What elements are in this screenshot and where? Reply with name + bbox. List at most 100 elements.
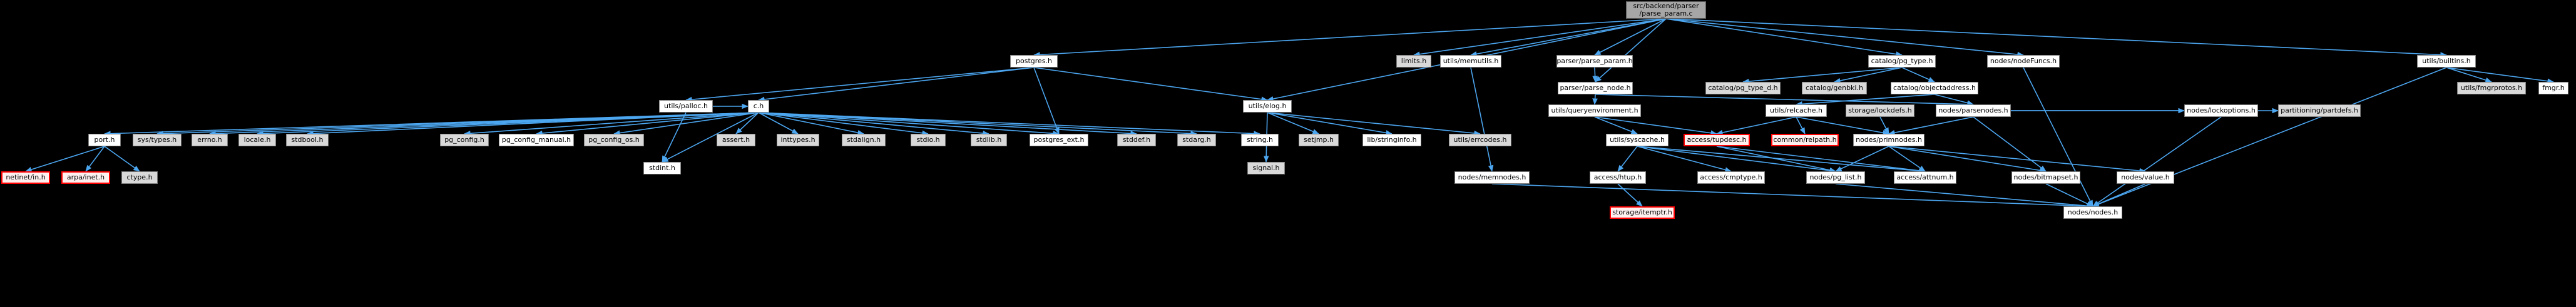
graph-edge [1835,146,1889,172]
graph-node-nodeFuncs[interactable]: nodes/nodeFuncs.h [1987,55,2060,68]
graph-node-objectaddress[interactable]: catalog/objectaddress.h [1891,82,1978,94]
graph-node-elog[interactable]: utils/elog.h [1243,100,1292,113]
graph-node-ch[interactable]: c.h [748,100,769,113]
graph-edge [1267,112,1319,134]
graph-node-itemptr[interactable]: storage/itemptr.h [1610,206,1675,219]
graph-edge [1033,18,1667,58]
graph-edge [758,112,989,136]
graph-node-limits[interactable]: limits.h [1396,55,1431,68]
graph-node-errno[interactable]: errno.h [192,134,228,146]
graph-edge [536,112,759,136]
graph-node-postgres_ext[interactable]: postgres_ext.h [1030,134,1088,146]
graph-edge [1834,67,1903,84]
graph-node-lockdefs[interactable]: storage/lockdefs.h [1846,104,1914,117]
graph-node-cmptype[interactable]: access/cmptype.h [1697,171,1765,184]
graph-node-queryenv[interactable]: utils/queryenvironment.h [1548,104,1641,117]
graph-node-systypes[interactable]: sys/types.h [133,134,181,146]
graph-edge [1716,116,1797,136]
graph-node-pg_config_os[interactable]: pg_config_os.h [584,134,644,146]
graph-edge [1594,116,1717,136]
graph-node-stdarg[interactable]: stdarg.h [1177,134,1216,146]
graph-node-builtins[interactable]: utils/builtins.h [2417,55,2476,68]
graph-edge [1470,67,1494,172]
graph-node-signal[interactable]: signal.h [1247,162,1285,174]
graph-node-inttypes[interactable]: inttypes.h [777,134,819,146]
graph-node-primnodes[interactable]: nodes/primnodes.h [1853,134,1924,146]
graph-edge [307,112,759,136]
graph-node-assert[interactable]: assert.h [717,134,755,146]
graph-node-fmgr[interactable]: fmgr.h [2538,82,2568,94]
graph-edge [662,112,759,163]
graph-node-palloc[interactable]: utils/palloc.h [659,100,713,113]
graph-node-root[interactable]: src/backend/parser /parse_param.c [1626,1,1706,19]
graph-node-lockoptions[interactable]: nodes/lockoptions.h [2184,104,2258,117]
graph-edge [1267,112,1393,136]
graph-edge [1033,67,1060,134]
graph-edge [2446,67,2492,83]
graph-edge [758,112,799,134]
graph-node-pg_type_d[interactable]: catalog/pg_type_d.h [1705,82,1781,94]
graph-edge [758,112,1060,136]
graph-node-syscache[interactable]: utils/syscache.h [1606,134,1669,146]
graph-node-relpath[interactable]: common/relpath.h [1771,134,1839,146]
graph-node-stdint[interactable]: stdint.h [643,162,681,174]
graph-node-parse_param_h[interactable]: parser/parse_param.h [1556,55,1633,68]
graph-edge [1796,116,1806,134]
graph-node-memnodes[interactable]: nodes/memnodes.h [1454,171,1530,184]
graph-edge [1901,67,1935,83]
graph-node-partdefs[interactable]: partitioning/partdefs.h [2278,104,2361,117]
graph-node-relcache[interactable]: utils/relcache.h [1766,104,1827,117]
graph-edge [758,112,929,136]
graph-node-bitmapset[interactable]: nodes/bitmapset.h [2011,171,2080,184]
graph-edge [1888,146,2146,174]
graph-node-stdlib[interactable]: stdlib.h [971,134,1007,146]
graph-node-ctypeh[interactable]: ctype.h [121,171,158,184]
graph-edge [613,112,759,136]
graph-edge [1595,18,1667,83]
graph-node-arpa[interactable]: arpa/inet.h [61,171,110,184]
graph-node-stddef[interactable]: stddef.h [1117,134,1156,146]
graph-edge [1665,18,2447,58]
graph-node-htup[interactable]: access/htup.h [1590,171,1646,184]
graph-node-stdalign[interactable]: stdalign.h [842,134,886,146]
graph-node-porth[interactable]: port.h [88,134,121,146]
graph-edge [1267,112,1481,136]
graph-node-nodesnodes[interactable]: nodes/nodes.h [2063,206,2122,219]
graph-node-netinet[interactable]: netinet/in.h [1,171,50,184]
graph-node-value[interactable]: nodes/value.h [2117,171,2174,184]
graph-node-stringinfo[interactable]: lib/stringinfo.h [1362,134,1421,146]
graph-node-string[interactable]: string.h [1241,134,1279,146]
graph-edge [2092,116,2222,207]
graph-node-errcodes[interactable]: utils/errcodes.h [1449,134,1511,146]
graph-edge [1835,183,2093,209]
graph-edge [1491,183,2093,209]
graph-node-pg_list[interactable]: nodes/pg_list.h [1806,171,1865,184]
graph-node-tupdesc[interactable]: access/tupdesc.h [1684,134,1750,146]
graph-edge [104,146,140,172]
graph-edge [1033,67,1268,102]
graph-node-memutils[interactable]: utils/memutils.h [1440,55,1501,68]
graph-edge [2092,67,2447,207]
graph-edge [758,67,1035,103]
graph-edge [1617,146,1638,172]
graph-node-genbki[interactable]: catalog/genbki.h [1802,82,1867,94]
graph-edge [1934,94,1974,106]
graph-node-fmgrprotos[interactable]: utils/fmgrprotos.h [2457,82,2526,94]
graph-node-pg_type[interactable]: catalog/pg_type.h [1868,55,1936,68]
graph-node-locale[interactable]: locale.h [238,134,276,146]
graph-node-setjmp[interactable]: setjmp.h [1299,134,1339,146]
graph-edge [1617,183,1643,207]
graph-node-pg_config_manual[interactable]: pg_config_manual.h [499,134,574,146]
graph-edge [1888,146,1926,172]
graph-node-stdbool[interactable]: stdbool.h [286,134,329,146]
graph-node-parsenodes[interactable]: nodes/parsenodes.h [1936,104,2011,117]
graph-node-stdio[interactable]: stdio.h [911,134,946,146]
graph-node-pg_config[interactable]: pg_config.h [440,134,489,146]
graph-node-parse_node[interactable]: parser/parse_node.h [1558,82,1633,94]
graph-edge [1888,116,1974,136]
graph-edge [1595,94,1974,108]
graph-node-attnum[interactable]: access/attnum.h [1894,171,1956,184]
graph-node-postgres[interactable]: postgres.h [1010,55,1058,68]
